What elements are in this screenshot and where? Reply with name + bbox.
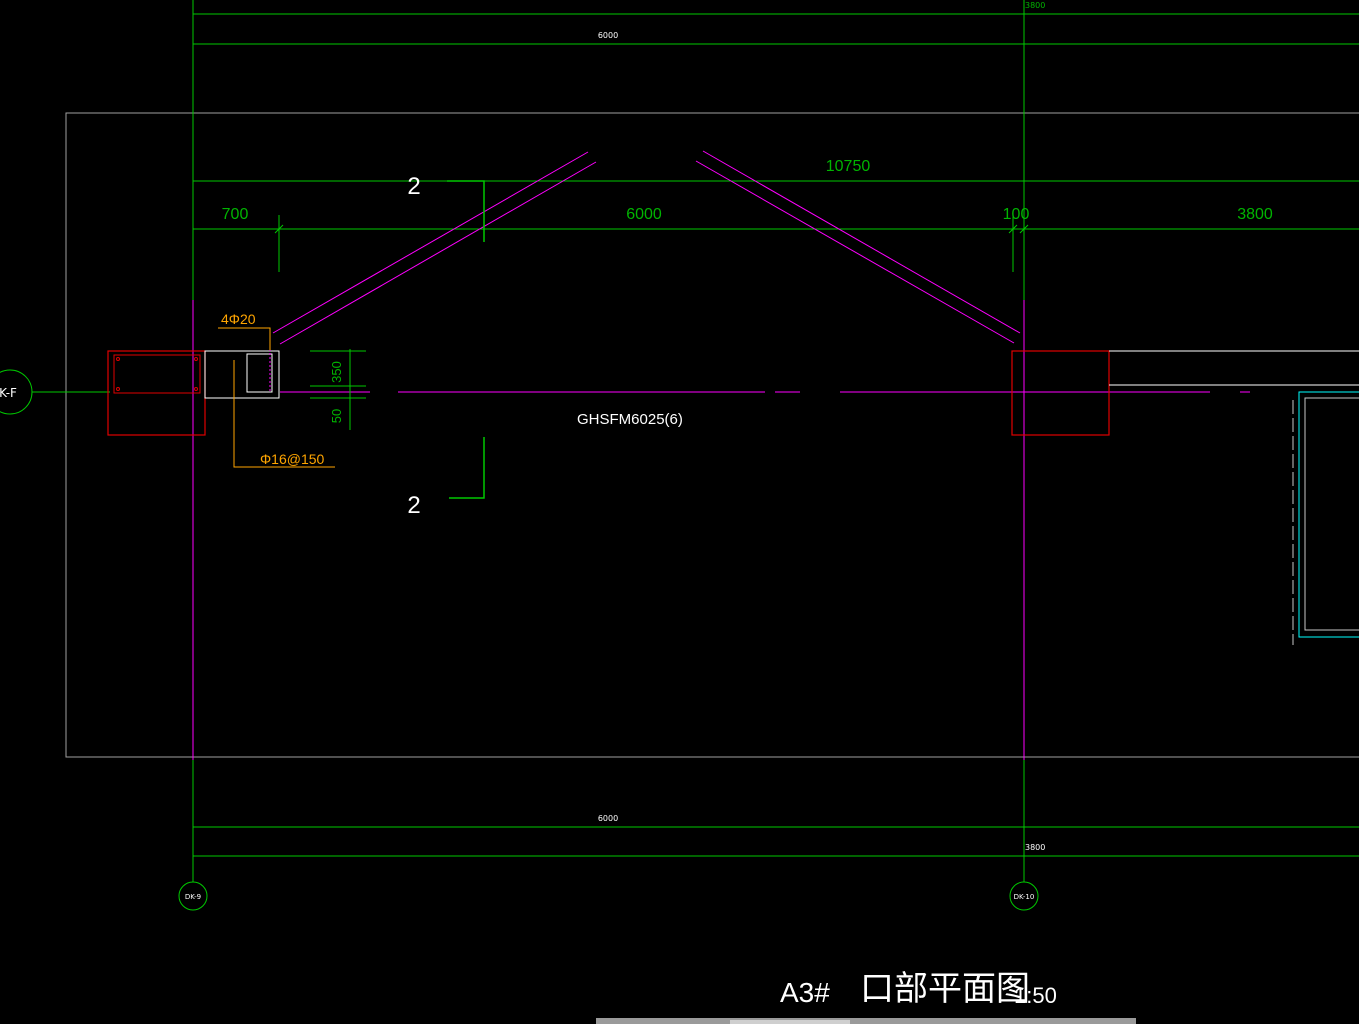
dim-text-100: 100 (1003, 206, 1030, 223)
door-leaf-left-a (272, 151, 589, 334)
door-frame-stub (204, 350, 280, 399)
section-mark-label-top: 2 (407, 173, 420, 200)
axis-bubble-kf[interactable] (0, 369, 33, 415)
drawing-scale: 1:50 (1014, 983, 1057, 1008)
dim-slash-1 (274, 224, 284, 234)
door-leaf-left-b (279, 161, 597, 345)
drawing-title: 口部平面图 (860, 969, 1030, 1009)
slab-outline (65, 112, 1359, 758)
dim-text-350: 350 (329, 361, 344, 383)
leader-rebar-top (218, 327, 271, 350)
rebar-dot-1 (116, 357, 120, 361)
dim-text-50: 50 (329, 409, 344, 423)
leader-rebar-stirrup (233, 360, 335, 468)
axis-bubble-dk10[interactable] (1009, 881, 1039, 911)
section-mark-bottom (449, 437, 485, 499)
dim-text-10750: 10750 (826, 158, 871, 175)
column-right (1011, 350, 1110, 436)
column-left-inner (113, 354, 201, 394)
door-leaf-right-b (695, 160, 1015, 344)
dim-text-bottom-6000: 6000 (598, 814, 618, 823)
door-leaf-right-a (702, 150, 1021, 334)
rebar-note-stirrup: Φ16@150 (260, 451, 325, 467)
dim-text-top-6000: 6000 (598, 31, 618, 40)
axis-bubble-dk9[interactable] (178, 881, 208, 911)
rebar-dot-4 (194, 387, 198, 391)
room-outline-cyan (1298, 391, 1359, 638)
axis-label-dk10: DK-10 (1014, 893, 1035, 901)
horizontal-scrollbar[interactable] (596, 1018, 1136, 1024)
dim-text-3800: 3800 (1237, 206, 1273, 223)
dim-slash-2 (1008, 224, 1018, 234)
dim-slash-3 (1019, 224, 1029, 234)
dim-text-700: 700 (222, 206, 249, 223)
scrollbar-thumb[interactable] (730, 1020, 850, 1024)
rebar-dot-3 (194, 357, 198, 361)
rebar-dot-2 (116, 387, 120, 391)
section-mark-label-bottom: 2 (407, 492, 420, 519)
axis-label-kf: K-F (0, 386, 17, 400)
door-code-label: GHSFM6025(6) (577, 411, 683, 428)
dim-text-bottom-3800: 3800 (1025, 843, 1045, 852)
dim-text-6000: 6000 (626, 206, 662, 223)
section-mark-top (447, 180, 485, 242)
door-frame-inner (246, 353, 273, 393)
axis-label-dk9: DK-9 (185, 893, 201, 901)
dim-text-top-3800: 3800 (1025, 1, 1045, 10)
room-outline-white (1304, 397, 1359, 631)
drawing-title-prefix: A3# (780, 977, 830, 1008)
rebar-note-top: 4Φ20 (221, 311, 256, 327)
